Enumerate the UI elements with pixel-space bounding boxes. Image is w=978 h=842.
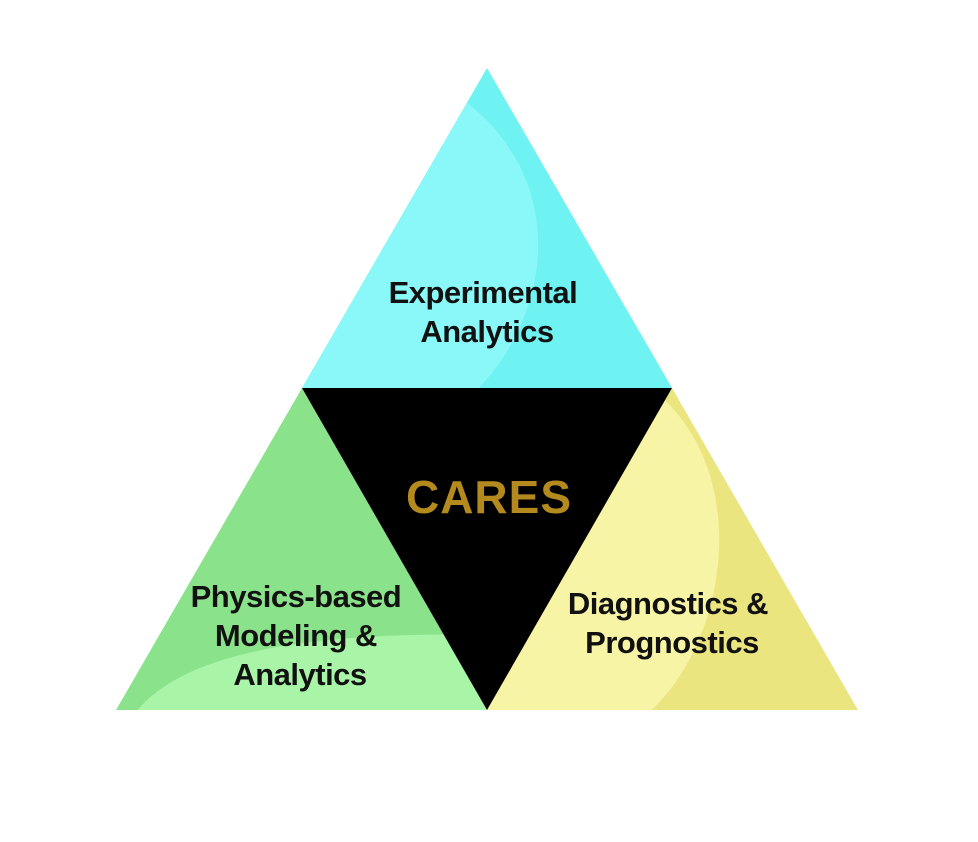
right-label: Diagnostics & Prognostics xyxy=(568,586,776,660)
right-label-line: Diagnostics & xyxy=(568,586,768,621)
top-label-line: Analytics xyxy=(420,314,553,349)
left-label-line: Modeling & xyxy=(215,618,377,653)
segment-physics-based-modeling xyxy=(116,388,487,710)
top-label: Experimental Analytics xyxy=(389,275,586,349)
left-label-line: Analytics xyxy=(233,657,366,692)
top-label-line: Experimental xyxy=(389,275,578,310)
right-label-line: Prognostics xyxy=(585,625,759,660)
center-label: CARES xyxy=(406,471,572,523)
segment-experimental-analytics xyxy=(302,68,672,388)
center-triangle xyxy=(302,388,672,710)
left-label-line: Physics-based xyxy=(191,579,402,614)
left-label: Physics-based Modeling & Analytics xyxy=(191,579,410,692)
